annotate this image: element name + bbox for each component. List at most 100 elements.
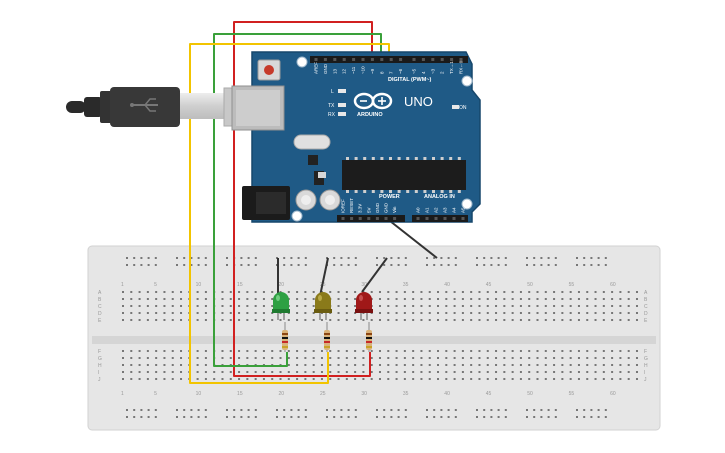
breadboard-hole[interactable] — [362, 350, 365, 352]
breadboard-hole[interactable] — [602, 364, 605, 366]
breadboard-hole[interactable] — [461, 371, 464, 373]
breadboard-hole[interactable] — [312, 312, 315, 314]
rail-hole[interactable] — [483, 409, 486, 411]
breadboard-hole[interactable] — [470, 371, 473, 373]
digital-pin[interactable] — [323, 58, 327, 61]
breadboard-hole[interactable] — [428, 371, 431, 373]
breadboard-hole[interactable] — [378, 364, 381, 366]
rail-hole[interactable] — [397, 257, 400, 259]
breadboard-hole[interactable] — [453, 305, 456, 307]
breadboard-hole[interactable] — [528, 319, 531, 321]
breadboard-hole[interactable] — [229, 319, 232, 321]
breadboard-hole[interactable] — [611, 291, 614, 293]
breadboard-hole[interactable] — [254, 350, 257, 352]
rail-hole[interactable] — [226, 264, 228, 266]
breadboard-hole[interactable] — [478, 291, 481, 293]
breadboard-hole[interactable] — [420, 350, 423, 352]
breadboard-hole[interactable] — [611, 298, 614, 300]
rail-hole[interactable] — [447, 409, 450, 411]
breadboard-hole[interactable] — [536, 350, 539, 352]
breadboard-hole[interactable] — [503, 371, 506, 373]
breadboard-hole[interactable] — [378, 312, 381, 314]
breadboard-hole[interactable] — [569, 298, 572, 300]
breadboard-hole[interactable] — [470, 378, 473, 380]
digital-pin[interactable] — [421, 58, 425, 61]
rail-hole[interactable] — [176, 264, 178, 266]
rail-hole[interactable] — [426, 409, 428, 411]
breadboard-hole[interactable] — [279, 378, 282, 380]
breadboard-hole[interactable] — [229, 378, 232, 380]
breadboard-hole[interactable] — [287, 350, 290, 352]
breadboard-hole[interactable] — [229, 298, 232, 300]
breadboard-hole[interactable] — [627, 357, 630, 359]
breadboard-hole[interactable] — [528, 291, 531, 293]
rail-hole[interactable] — [533, 416, 536, 418]
breadboard-hole[interactable] — [428, 357, 431, 359]
breadboard-hole[interactable] — [470, 291, 473, 293]
rail-hole[interactable] — [476, 264, 478, 266]
breadboard-hole[interactable] — [619, 371, 622, 373]
breadboard-hole[interactable] — [296, 319, 299, 321]
breadboard-hole[interactable] — [246, 312, 249, 314]
rail-hole[interactable] — [440, 257, 443, 259]
breadboard-hole[interactable] — [271, 371, 274, 373]
breadboard-hole[interactable] — [395, 291, 398, 293]
rail-hole[interactable] — [504, 409, 507, 411]
rail-hole[interactable] — [376, 416, 378, 418]
breadboard-hole[interactable] — [412, 305, 415, 307]
breadboard-hole[interactable] — [561, 364, 564, 366]
rail-hole[interactable] — [247, 257, 250, 259]
breadboard-hole[interactable] — [362, 378, 365, 380]
breadboard-hole[interactable] — [171, 305, 174, 307]
rail-hole[interactable] — [604, 264, 607, 266]
rail-hole[interactable] — [604, 257, 607, 259]
rail-hole[interactable] — [476, 416, 478, 418]
digital-pin[interactable] — [459, 58, 463, 61]
breadboard-hole[interactable] — [594, 298, 597, 300]
breadboard-hole[interactable] — [196, 312, 199, 314]
rail-hole[interactable] — [454, 416, 457, 418]
breadboard-hole[interactable] — [470, 298, 473, 300]
breadboard-hole[interactable] — [395, 371, 398, 373]
breadboard-hole[interactable] — [296, 291, 299, 293]
breadboard-hole[interactable] — [155, 305, 158, 307]
rail-hole[interactable] — [297, 257, 300, 259]
rail-hole[interactable] — [183, 264, 186, 266]
breadboard-hole[interactable] — [461, 312, 464, 314]
rail-hole[interactable] — [526, 257, 528, 259]
analog-pin[interactable] — [452, 217, 456, 220]
rail-hole[interactable] — [404, 416, 407, 418]
breadboard-hole[interactable] — [619, 298, 622, 300]
rail-hole[interactable] — [433, 409, 436, 411]
rail-hole[interactable] — [490, 264, 493, 266]
breadboard-hole[interactable] — [155, 350, 158, 352]
breadboard-hole[interactable] — [122, 364, 124, 366]
breadboard-hole[interactable] — [437, 305, 440, 307]
breadboard-hole[interactable] — [536, 312, 539, 314]
analog-pin[interactable] — [443, 217, 447, 220]
breadboard-hole[interactable] — [155, 371, 158, 373]
breadboard-hole[interactable] — [437, 350, 440, 352]
breadboard-hole[interactable] — [553, 378, 556, 380]
breadboard-hole[interactable] — [254, 305, 257, 307]
rail-hole[interactable] — [426, 257, 428, 259]
breadboard-hole[interactable] — [403, 371, 406, 373]
breadboard-hole[interactable] — [146, 350, 149, 352]
resistor[interactable] — [324, 322, 330, 352]
breadboard-holes[interactable] — [122, 291, 638, 380]
breadboard-hole[interactable] — [511, 319, 514, 321]
breadboard-hole[interactable] — [461, 364, 464, 366]
breadboard-hole[interactable] — [287, 357, 290, 359]
breadboard-hole[interactable] — [594, 364, 597, 366]
breadboard-hole[interactable] — [171, 350, 174, 352]
breadboard-hole[interactable] — [155, 312, 158, 314]
breadboard-hole[interactable] — [470, 364, 473, 366]
breadboard-hole[interactable] — [163, 312, 166, 314]
rail-hole[interactable] — [454, 409, 457, 411]
breadboard-hole[interactable] — [271, 305, 274, 307]
breadboard-hole[interactable] — [296, 305, 299, 307]
breadboard-hole[interactable] — [486, 291, 489, 293]
breadboard-hole[interactable] — [511, 350, 514, 352]
rail-hole[interactable] — [590, 416, 593, 418]
breadboard-hole[interactable] — [511, 364, 514, 366]
